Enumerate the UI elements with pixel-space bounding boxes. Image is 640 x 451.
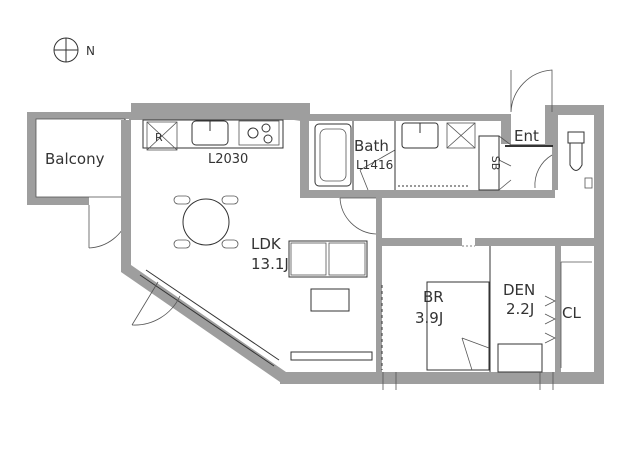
shoebox	[478, 135, 512, 191]
den-area-label: 2.2J	[506, 300, 534, 318]
sofa-icon	[288, 240, 368, 278]
bedroom-label: BR	[423, 288, 444, 306]
den-door[interactable]	[539, 372, 554, 390]
fridge	[146, 121, 178, 151]
entrance	[505, 144, 553, 147]
kitchen-counter	[142, 119, 284, 151]
bathtub-icon	[314, 123, 352, 187]
bed-icon	[426, 281, 490, 371]
ldk-exterior-door[interactable]	[131, 281, 181, 326]
toilet-icon	[567, 131, 593, 189]
tv-board-icon	[290, 351, 373, 361]
outer-walls	[121, 103, 604, 384]
washing-machine-icon	[446, 122, 476, 149]
bedroom-door[interactable]	[382, 372, 397, 390]
entrance-label: Ent	[514, 127, 539, 145]
toilet-door[interactable]	[534, 154, 553, 189]
balcony-label: Balcony	[45, 150, 105, 168]
den-label: DEN	[503, 281, 535, 299]
closet	[560, 261, 592, 368]
washroom	[394, 121, 476, 190]
bedroom	[381, 245, 490, 371]
kitchen-size-label: L2030	[208, 152, 248, 167]
ldk-area-label: 13.1J	[251, 255, 289, 273]
closet-label: CL	[562, 304, 581, 322]
den-desk-icon	[497, 343, 543, 373]
fridge-label: R	[155, 131, 163, 144]
coffee-table-icon	[310, 288, 350, 312]
ldk-door[interactable]	[339, 197, 377, 235]
stove-icon	[238, 120, 280, 146]
bedroom-area-label: 3.9J	[415, 309, 443, 327]
bath-label: Bath	[354, 137, 389, 155]
bath-size-label: L1416	[356, 158, 393, 172]
diagonal-window	[139, 269, 280, 367]
compass-north-label: N	[86, 44, 95, 58]
shoebox-label: SB	[489, 156, 502, 171]
entrance-door[interactable]	[510, 69, 553, 113]
compass-north-icon	[53, 37, 79, 63]
bath	[314, 121, 396, 191]
interior-walls	[300, 115, 597, 372]
dining-table-icon	[173, 195, 239, 249]
ldk-label: LDK	[251, 235, 282, 253]
den	[489, 246, 556, 373]
